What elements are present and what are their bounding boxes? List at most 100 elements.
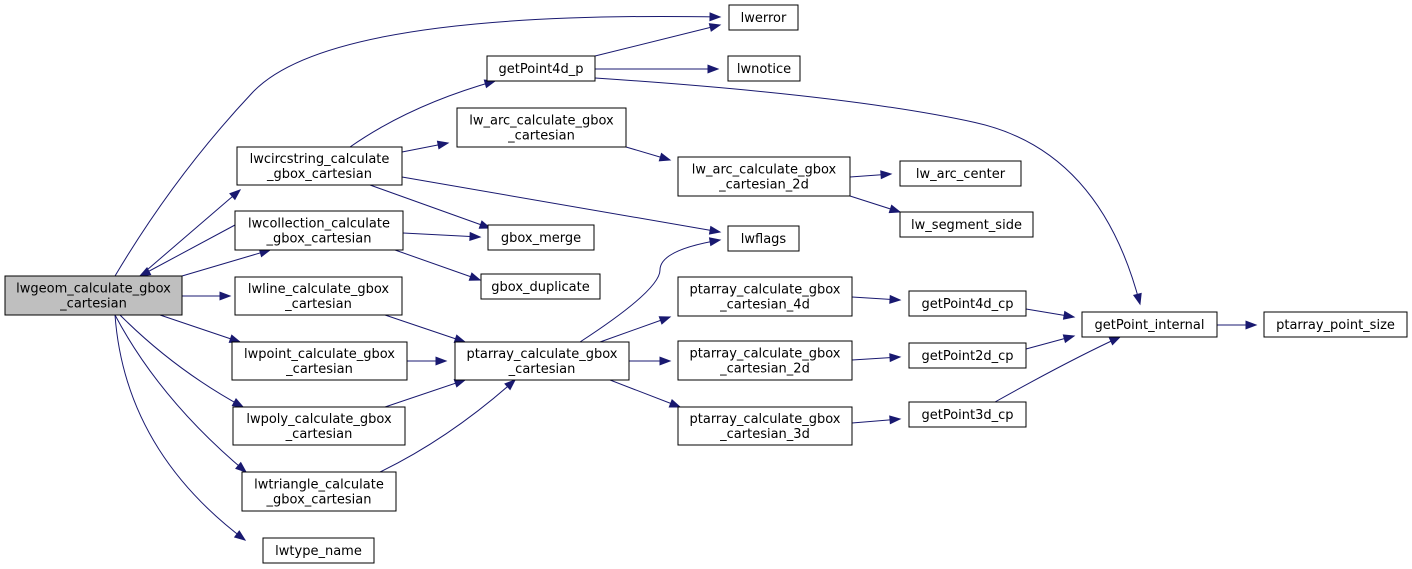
node-label: getPoint4d_cp (921, 297, 1013, 312)
edge-root-to-poly (119, 314, 245, 408)
edge-root-to-typename (114, 314, 247, 541)
node-label: _gbox_cartesian (266, 493, 372, 508)
node-gp3cp[interactable]: getPoint3d_cp (908, 401, 1027, 428)
arrowhead-icon (1108, 336, 1122, 346)
node-label: lw_arc_calculate_gbox (469, 114, 614, 129)
arrowhead-icon (708, 23, 722, 32)
edge-ptarr-to-lwflags (579, 237, 722, 343)
edge-arc2d-to-arccenter (849, 170, 893, 180)
arrowhead-icon (708, 225, 722, 235)
node-label: lwflags (741, 232, 787, 247)
edge-pt4d-to-gp4cp (851, 294, 902, 304)
node-gp2cp[interactable]: getPoint2d_cp (908, 342, 1027, 369)
edge-arc-to-arc2d (625, 146, 672, 162)
node-label: getPoint_internal (1094, 318, 1204, 333)
node-point[interactable]: lwpoint_calculate_gbox_cartesian (231, 341, 408, 381)
node-label: ptarray_calculate_gbox (690, 283, 841, 298)
edge-circ-to-lwflags (401, 176, 722, 235)
node-merge[interactable]: gbox_merge (487, 224, 595, 251)
edge-pt2d-to-gp2cp (851, 353, 902, 363)
arrowhead-icon (659, 356, 672, 366)
edges-layer (114, 12, 1258, 541)
node-ptsize[interactable]: ptarray_point_size (1263, 311, 1408, 338)
node-arccenter[interactable]: lw_arc_center (899, 160, 1022, 187)
edge-ptarr-to-pt2d (629, 356, 672, 366)
arrowhead-icon (658, 152, 672, 162)
node-dup[interactable]: gbox_duplicate (480, 273, 601, 300)
node-typename[interactable]: lwtype_name (262, 537, 375, 564)
node-lwnotice[interactable]: lwnotice (727, 55, 801, 82)
node-arc[interactable]: lw_arc_calculate_gbox_cartesian (456, 107, 627, 148)
edge-line-to-ptarr (384, 314, 467, 343)
edge-gp2cp-to-gpint (1025, 334, 1076, 350)
node-label: _cartesian_3d (719, 427, 810, 442)
node-root[interactable]: lwgeom_calculate_gbox_cartesian (4, 275, 183, 316)
node-coll[interactable]: lwcollection_calculate_gbox_cartesian (234, 210, 404, 251)
edge-tri-to-ptarr (379, 379, 517, 473)
node-ptarr[interactable]: ptarray_calculate_gbox_cartesian (454, 341, 630, 381)
node-gpint[interactable]: getPoint_internal (1081, 311, 1218, 338)
arrowhead-icon (889, 294, 902, 304)
edge-root-to-line (182, 291, 232, 301)
node-label: lwtype_name (275, 544, 362, 559)
node-pt3d[interactable]: ptarray_calculate_gbox_cartesian_3d (677, 406, 853, 446)
node-arc2d[interactable]: lw_arc_calculate_gbox_cartesian_2d (677, 156, 851, 197)
node-gp4cp[interactable]: getPoint4d_cp (908, 290, 1027, 317)
node-label: _cartesian (284, 297, 352, 312)
node-tri[interactable]: lwtriangle_calculate_gbox_cartesian (241, 471, 397, 512)
node-circ[interactable]: lwcircstring_calculate_gbox_cartesian (236, 146, 403, 186)
node-label: getPoint2d_cp (921, 349, 1013, 364)
edge-root-to-lwerror (114, 12, 722, 277)
edge-gpint-to-ptsize (1217, 320, 1258, 330)
arrowhead-icon (468, 272, 482, 281)
arrowhead-icon (1062, 334, 1076, 344)
arrowhead-icon (453, 379, 467, 388)
node-label: lwgeom_calculate_gbox (16, 282, 171, 297)
arrowhead-icon (231, 398, 245, 408)
arrowhead-icon (435, 356, 448, 366)
edge-ptarr-to-pt4d (599, 316, 672, 343)
arrowhead-icon (235, 461, 248, 473)
node-line[interactable]: lwline_calculate_gbox_cartesian (234, 276, 403, 316)
arrowhead-icon (889, 415, 902, 425)
node-lwflags[interactable]: lwflags (727, 225, 800, 252)
node-lwerror[interactable]: lwerror (728, 4, 799, 31)
arrowhead-icon (469, 231, 482, 241)
node-segside[interactable]: lw_segment_side (899, 211, 1034, 238)
edge-point-to-ptarr (407, 356, 448, 366)
node-label: _cartesian (59, 297, 127, 312)
node-label: lwnotice (737, 62, 791, 77)
edge-gp4cp-to-gpint (1025, 308, 1076, 320)
node-label: getPoint4d_p (499, 62, 584, 77)
node-label: _gbox_cartesian (266, 232, 372, 247)
arrowhead-icon (707, 64, 720, 74)
node-label: lwtriangle_calculate (254, 478, 384, 493)
node-label: lw_arc_calculate_gbox (692, 163, 837, 178)
arrowhead-icon (658, 316, 672, 325)
edge-ptarr-to-pt3d (609, 379, 682, 408)
edge-root-to-point (159, 314, 242, 343)
arrowhead-icon (233, 530, 247, 541)
node-label: gbox_merge (501, 231, 581, 246)
edge-gp4dp-to-lwerror (594, 23, 722, 57)
node-label: lwcircstring_calculate (250, 152, 390, 167)
node-label: ptarray_calculate_gbox (467, 347, 618, 362)
arrowhead-icon (228, 334, 242, 343)
node-pt2d[interactable]: ptarray_calculate_gbox_cartesian_2d (677, 340, 853, 381)
edge-coll-to-dup (394, 249, 482, 281)
arrowhead-icon (709, 12, 722, 22)
arrowhead-icon (219, 291, 232, 301)
node-label: _cartesian_2d (719, 362, 810, 377)
node-gp4dp[interactable]: getPoint4d_p (486, 55, 596, 82)
node-label: _gbox_cartesian (266, 167, 372, 182)
arrowhead-icon (708, 237, 722, 247)
node-pt4d[interactable]: ptarray_calculate_gbox_cartesian_4d (677, 276, 853, 317)
arrowhead-icon (478, 220, 492, 229)
node-label: ptarray_calculate_gbox (690, 347, 841, 362)
node-poly[interactable]: lwpoly_calculate_gbox_cartesian (232, 406, 406, 446)
node-label: _cartesian (285, 427, 353, 442)
arrowhead-icon (889, 353, 902, 363)
edge-poly-to-ptarr (384, 379, 467, 408)
arrowhead-icon (138, 267, 152, 277)
